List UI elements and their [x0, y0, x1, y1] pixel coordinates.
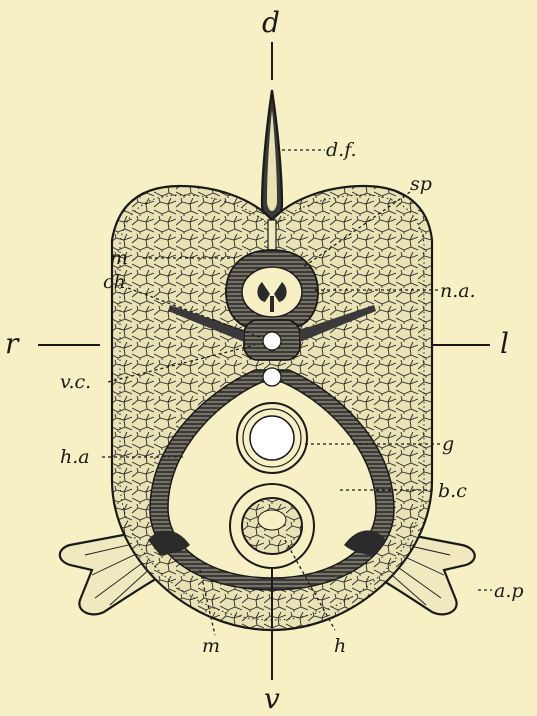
heart-label: h: [334, 635, 346, 657]
right-label: r: [5, 327, 20, 360]
muscle-lower-label: m: [202, 635, 220, 657]
dorsal-fin-label: d.f.: [326, 139, 357, 161]
dorsal-aorta: [263, 368, 281, 386]
gut-label: g: [442, 433, 454, 455]
ventral-label: v: [264, 682, 280, 715]
gut-lumen: [250, 416, 294, 460]
left-label: l: [500, 327, 509, 360]
vertebral-centrum-label: v.c.: [60, 371, 91, 393]
dorsal-septum: [268, 220, 276, 250]
neural-arch-label: n.a.: [440, 280, 476, 302]
body-cavity-label: b.c: [438, 480, 467, 502]
dorsal-label: d: [262, 6, 280, 39]
appendage-label: a.p: [494, 580, 524, 602]
muscle-upper-label: m: [110, 247, 128, 269]
notochord-label: ch: [103, 271, 126, 293]
notochord: [263, 332, 281, 350]
heart-lumen: [258, 510, 286, 530]
haemal-arch-label: h.a: [60, 446, 90, 468]
spinal-cord-label: sp: [410, 173, 432, 195]
